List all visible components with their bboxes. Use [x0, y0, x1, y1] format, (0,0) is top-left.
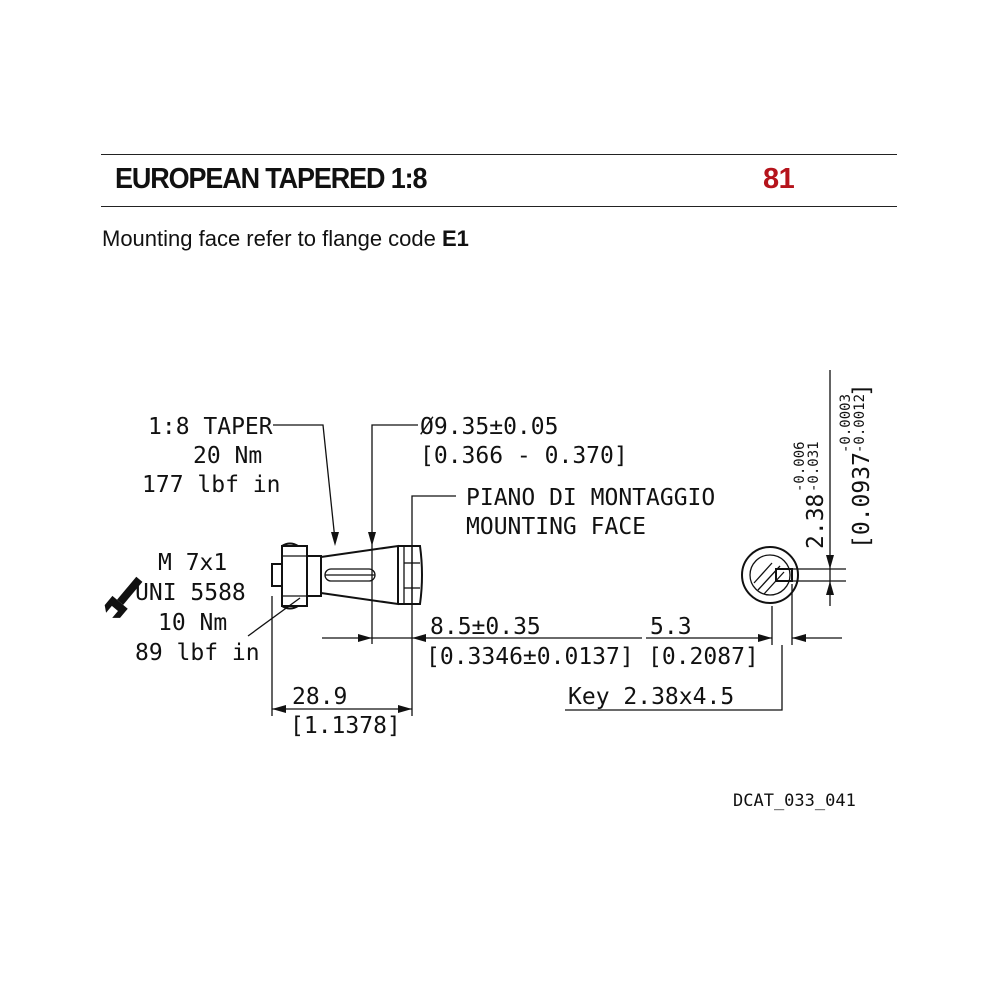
- shaft-side-view: [247, 424, 772, 716]
- key-position-dim: 5.3: [650, 614, 692, 640]
- nut-torque-lbf: 89 lbf in: [135, 640, 260, 666]
- shaft-circle: [741, 546, 799, 604]
- taper-label: 1:8 TAPER: [148, 414, 273, 440]
- header-top-rule: [101, 154, 897, 155]
- taper-torque-nm: 20 Nm: [193, 443, 262, 469]
- overall-length-dim-inch: [1.1378]: [290, 713, 401, 739]
- subtitle-text: Mounting face refer to flange code: [102, 226, 442, 251]
- key-width-value: 2.38: [803, 494, 829, 549]
- taper-torque-lbf: 177 lbf in: [142, 472, 280, 498]
- shaft-end-view: [565, 370, 846, 711]
- key-width-tol-lower: -0.031: [806, 441, 822, 492]
- shaft-code: 81: [763, 163, 795, 195]
- key-width-dim: 2.38 -0.006 -0.031: [792, 441, 829, 549]
- thread-end: [271, 563, 283, 587]
- key-width-tol-upper: -0.006: [792, 441, 808, 492]
- washer: [306, 555, 322, 597]
- nut-body: [281, 545, 308, 607]
- shaft-inner-circle: [749, 554, 791, 596]
- key-width-inch-value: [0.0937: [849, 452, 875, 549]
- nut-standard-label: UNI 5588: [135, 580, 246, 606]
- nut-torque-nm: 10 Nm: [158, 610, 227, 636]
- key-section: [775, 568, 793, 582]
- key-position-dim-inch: [0.2087]: [648, 644, 759, 670]
- mounting-face-label-it: PIANO DI MONTAGGIO: [466, 485, 715, 511]
- flange-code: E1: [442, 226, 469, 251]
- key-width-inch-tol-lower: -0.0012: [852, 394, 868, 453]
- key-width-inch-tol-upper: -0.0003: [838, 394, 854, 453]
- wrench-icon: [104, 576, 143, 618]
- overall-length-dim: 28.9: [292, 684, 347, 710]
- header-bottom-rule: [101, 206, 897, 207]
- nut-thread-label: M 7x1: [158, 550, 227, 576]
- diameter-inch-label: [0.366 - 0.370]: [420, 443, 628, 469]
- drawing-reference: DCAT_033_041: [733, 791, 856, 811]
- shaft-cylinder: [398, 545, 423, 605]
- page-title: EUROPEAN TAPERED 1:8: [115, 163, 427, 195]
- taper-length-dim-inch: [0.3346±0.0137]: [426, 644, 634, 670]
- subtitle: Mounting face refer to flange code E1: [102, 226, 469, 252]
- key-size-label: Key 2.38x4.5: [568, 684, 734, 710]
- key-width-inch-close: ]: [849, 383, 875, 397]
- mounting-face-label-en: MOUNTING FACE: [466, 514, 646, 540]
- diameter-label: Ø9.35±0.05: [420, 414, 558, 440]
- taper-length-dim: 8.5±0.35: [430, 614, 541, 640]
- key-width-inch-dim: [0.0937 -0.0003 -0.0012 ]: [838, 383, 875, 549]
